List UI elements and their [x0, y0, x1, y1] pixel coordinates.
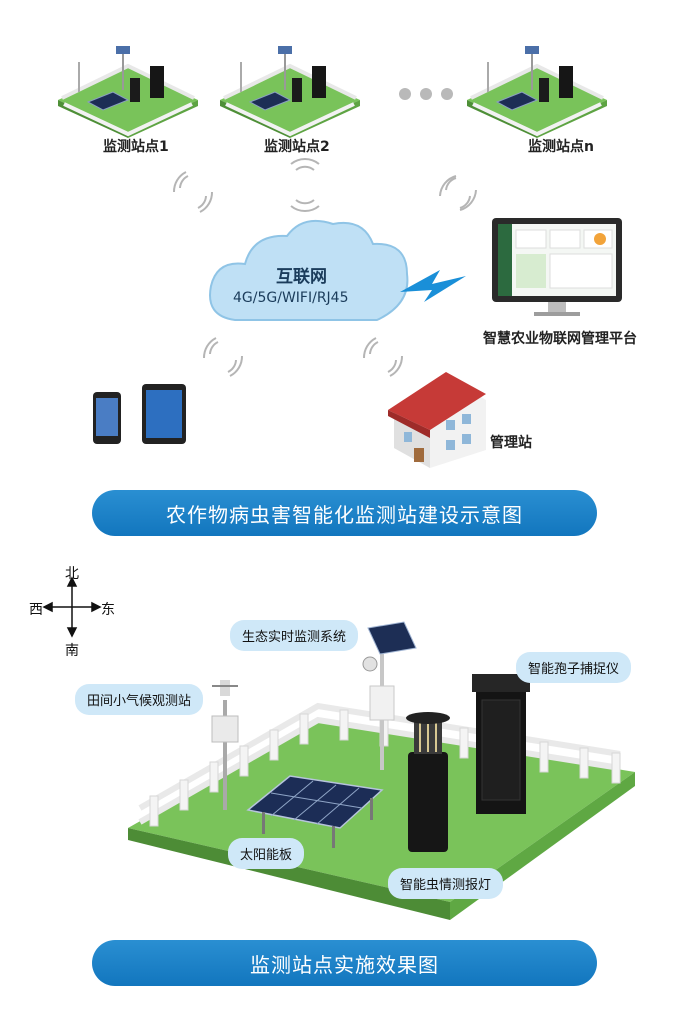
- callout-solar: 太阳能板: [228, 838, 304, 869]
- compass-north: 北: [65, 563, 79, 583]
- phone-icon: [93, 392, 121, 444]
- management-label: 管理站: [490, 432, 532, 452]
- platform-label: 智慧农业物联网管理平台: [483, 328, 637, 348]
- compass-east: 东: [101, 599, 115, 619]
- lightning-icon: [400, 270, 466, 302]
- station-label-n: 监测站点n: [528, 136, 594, 156]
- station-1-illustration: [58, 46, 198, 138]
- network-diagram: [0, 0, 691, 520]
- tablet-icon: [142, 384, 186, 444]
- monitor-icon: [492, 218, 622, 316]
- compass-west: 西: [29, 599, 43, 619]
- station-label-2: 监测站点2: [264, 136, 330, 156]
- cloud-subtitle: 4G/5G/WIFI/RJ45: [233, 290, 349, 306]
- callout-weather: 田间小气候观测站: [75, 684, 203, 715]
- house-icon: [388, 372, 486, 468]
- station-2-illustration: [220, 46, 360, 138]
- callout-ecology: 生态实时监测系统: [230, 620, 358, 651]
- cloud-title: 互联网: [276, 262, 327, 287]
- station-n-illustration: [467, 46, 607, 138]
- ellipsis-dot: [420, 88, 432, 100]
- spore-trap: [472, 674, 530, 814]
- station-label-1: 监测站点1: [103, 136, 169, 156]
- callout-spore: 智能孢子捕捉仪: [516, 652, 631, 683]
- ellipsis-dot: [441, 88, 453, 100]
- bottom-banner: 监测站点实施效果图: [92, 940, 597, 986]
- compass-icon: [44, 578, 100, 636]
- top-banner: 农作物病虫害智能化监测站建设示意图: [92, 490, 597, 536]
- callout-insect: 智能虫情测报灯: [388, 868, 503, 899]
- ellipsis-dot: [399, 88, 411, 100]
- compass-south: 南: [65, 640, 79, 660]
